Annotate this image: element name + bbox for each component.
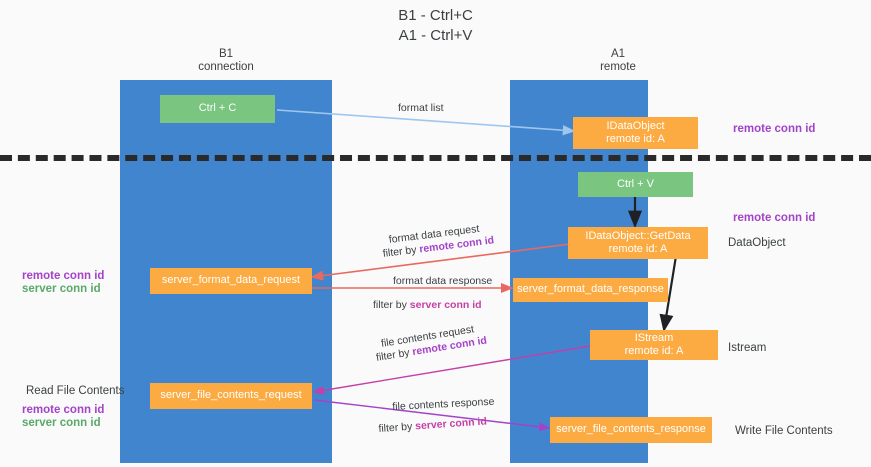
edge-label-filter-server-1: filter by server conn id [373,298,482,312]
box-format-response-label: server_format_data_response [517,283,664,296]
edge-label-file-contents-response: file contents response [392,395,495,414]
edge-text-server-conn-id-1: server conn id [409,299,482,311]
phase-divider [0,155,871,161]
edge-text-file-contents-response: file contents response [392,395,495,413]
edge-text-filter-by-3: filter by [375,346,414,364]
edge-label-format-data-response: format data response [393,275,493,287]
edge-label-filter-server-2: filter by server conn id [378,414,487,436]
box-idataobject[interactable]: IDataObject remote id: A [573,117,698,149]
box-server-file-contents-request[interactable]: server_file_contents_request [150,383,312,409]
box-ctrl-v[interactable]: Ctrl + V [578,172,693,197]
edge-label-format-list: format list [398,102,444,114]
diagram-title: B1 - Ctrl+C A1 - Ctrl+V [398,7,473,44]
label-istream: Istream [728,342,767,354]
box-istream-line2: remote id: A [624,345,684,357]
edge-text-filter-by-1: filter by [382,243,421,260]
box-ctrl-v-label: Ctrl + V [617,177,654,190]
label-left-remote-conn-id-2: remote conn id [22,404,105,416]
box-istream-line1: IStream [634,331,674,344]
label-write-file-contents: Write File Contents [735,425,833,437]
column-header-a1: A1 remote [600,48,636,73]
box-istream[interactable]: IStream remote id: A [590,330,718,360]
label-left-server-conn-id-2: server conn id [22,417,101,429]
edge-text-filter-by-4: filter by [378,420,416,435]
box-format-request-label: server_format_data_request [161,274,301,287]
box-server-file-contents-response[interactable]: server_file_contents_response [550,417,712,443]
box-getdata-line2: remote id: A [608,243,668,255]
edge-text-server-conn-id-2: server conn id [414,415,488,433]
label-left-server-conn-id: server conn id [22,283,101,295]
label-remote-conn-id-top: remote conn id [733,123,816,135]
label-read-file-contents: Read File Contents [26,385,125,397]
edge-text-filter-by-2: filter by [373,299,410,311]
box-server-format-data-request[interactable]: server_format_data_request [150,268,312,294]
box-file-response-label: server_file_contents_response [556,423,706,436]
box-idataobject-line2: remote id: A [606,133,665,145]
label-dataobject: DataObject [728,237,786,249]
label-left-remote-conn-id: remote conn id [22,270,105,282]
box-ctrl-c-label: Ctrl + C [198,102,237,115]
box-server-format-data-response[interactable]: server_format_data_response [513,278,668,302]
box-idataobject-line1: IDataObject [606,119,665,132]
box-getdata-line1: IDataObject::GetData [585,229,691,242]
box-file-request-label: server_file_contents_request [160,389,302,402]
box-idataobject-getdata[interactable]: IDataObject::GetData remote id: A [568,227,708,259]
box-ctrl-c[interactable]: Ctrl + C [160,95,275,123]
column-header-b1: B1 connection [198,48,254,73]
label-remote-conn-id-mid: remote conn id [733,212,816,224]
